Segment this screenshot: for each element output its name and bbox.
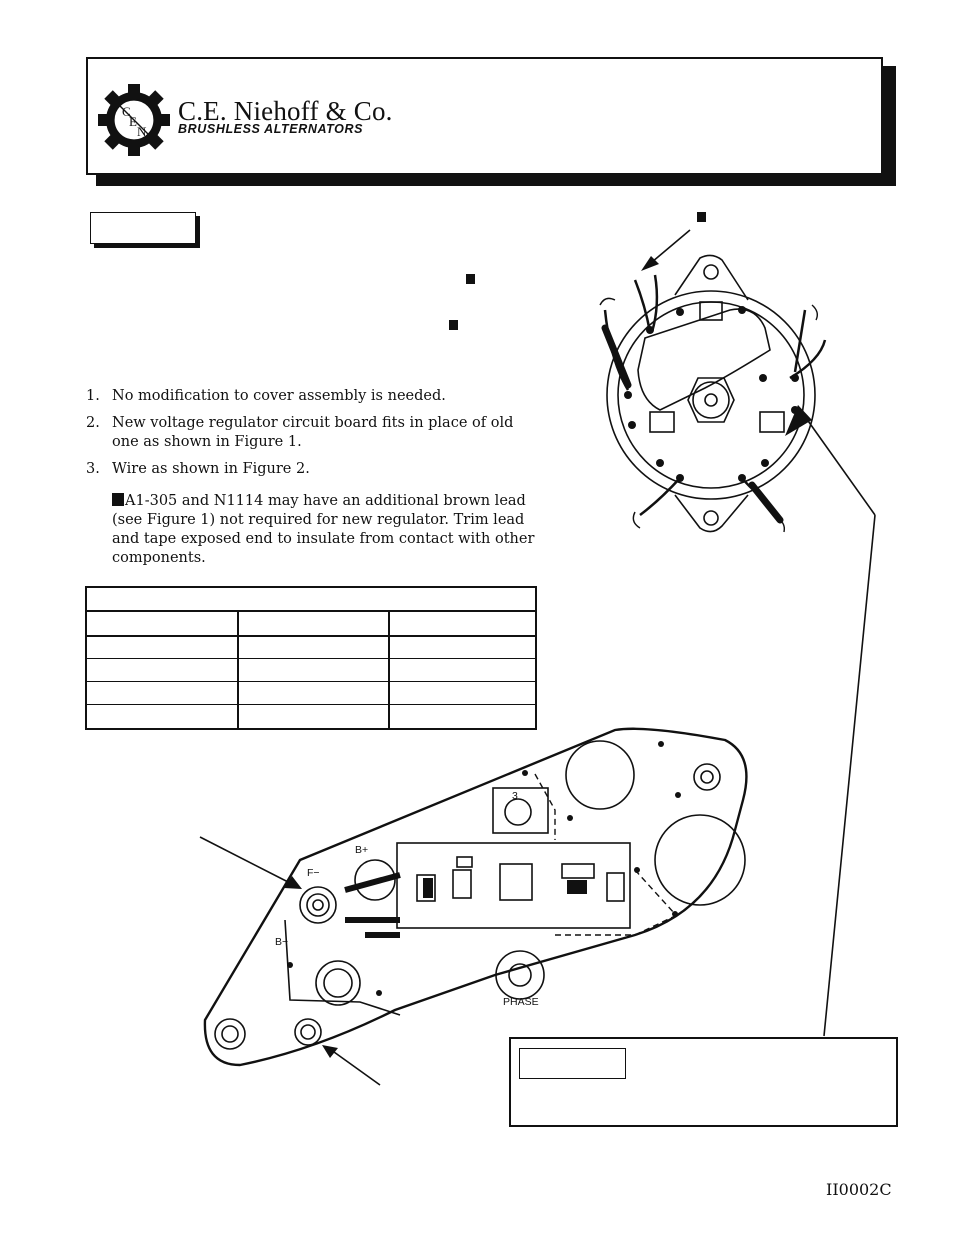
figure-label-box xyxy=(519,1048,626,1079)
marker-square xyxy=(449,320,458,330)
pot-setting-label: 3 xyxy=(512,790,518,802)
step-number: 3. xyxy=(86,461,100,477)
table-rule xyxy=(87,658,535,659)
marker-square xyxy=(697,212,706,222)
phase-label: PHASE xyxy=(503,996,539,1008)
step-number: 1. xyxy=(86,388,100,404)
step-text: No modification to cover assembly is nee… xyxy=(112,388,446,404)
company-name: C.E. Niehoff & Co. xyxy=(178,96,393,126)
header-box xyxy=(86,57,883,175)
figure-label-box xyxy=(90,212,196,244)
document-code: II0002C xyxy=(826,1180,892,1199)
logo-letter-e: E xyxy=(129,114,137,129)
alternator-rear-figure xyxy=(599,254,827,533)
note-marker xyxy=(112,493,124,506)
step-item: 1. No modification to cover assembly is … xyxy=(86,387,546,407)
logo-letter-c: C xyxy=(122,104,131,119)
note-paragraph: A1-305 and N1114 may have an additional … xyxy=(112,492,542,568)
parts-table xyxy=(85,586,537,730)
f-minus-label: F− xyxy=(307,867,320,879)
cen-gear-logo: C E N xyxy=(98,84,170,156)
table-column-rule xyxy=(388,612,390,728)
b-plus-label: B+ xyxy=(355,844,368,856)
logo-letter-n: N xyxy=(137,124,147,139)
b-minus-label: B− xyxy=(275,936,288,948)
marker-square xyxy=(466,274,475,284)
table-column-rule xyxy=(237,612,239,728)
regulator-board-figure: B+ F− B− PHASE 3 xyxy=(203,727,748,1067)
company-tagline: BRUSHLESS ALTERNATORS xyxy=(178,122,364,136)
step-text: Wire as shown in Figure 2. xyxy=(112,461,310,477)
step-item: 2. New voltage regulator circuit board f… xyxy=(86,414,546,454)
note-text: A1-305 and N1114 may have an additional … xyxy=(112,493,535,566)
table-rule xyxy=(87,704,535,705)
table-rule xyxy=(87,635,535,637)
step-number: 2. xyxy=(86,415,100,431)
table-rule xyxy=(87,681,535,682)
step-text: New voltage regulator circuit board fits… xyxy=(112,415,514,450)
step-item: 3. Wire as shown in Figure 2. xyxy=(86,460,546,480)
table-rule xyxy=(87,610,535,612)
